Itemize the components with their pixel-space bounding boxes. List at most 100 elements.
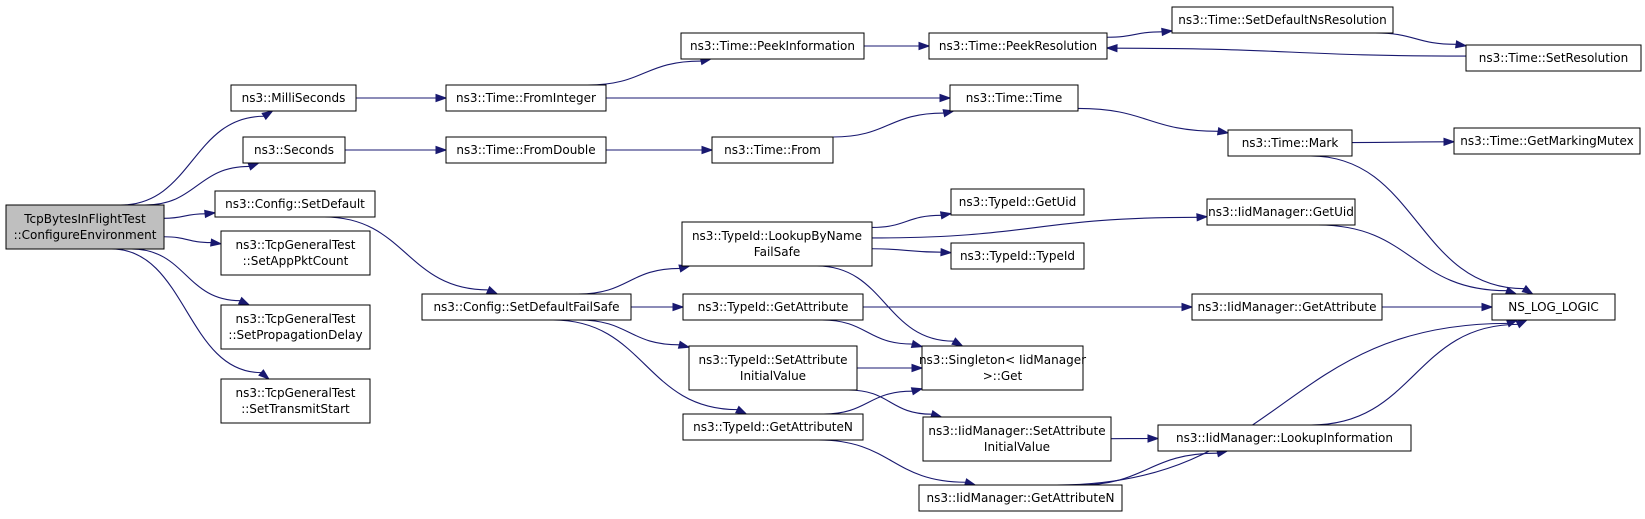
arrowhead <box>1196 213 1209 222</box>
node-setTransmit[interactable]: ns3::TcpGeneralTest::SetTransmitStart <box>220 378 371 424</box>
node-fromDouble[interactable]: ns3::Time::FromDouble <box>445 136 607 164</box>
arrowhead <box>1481 302 1494 312</box>
node-box <box>1191 293 1383 321</box>
node-seconds[interactable]: ns3::Seconds <box>242 136 346 164</box>
arrowhead <box>210 238 223 247</box>
edge-line <box>832 112 944 138</box>
node-getAttributeN[interactable]: ns3::TypeId::GetAttributeN <box>682 413 864 441</box>
arrowhead <box>247 162 261 171</box>
arrowhead <box>1105 44 1118 53</box>
arrowhead <box>735 405 748 415</box>
edge-line <box>1310 155 1525 290</box>
node-label: ns3::IidManager::GetAttribute <box>1198 300 1377 314</box>
edge-line <box>144 165 250 206</box>
edge-fromDouble-to-timeFrom <box>605 145 714 155</box>
edge-line <box>848 389 932 415</box>
edge-cfgSetDefaultFS-to-getAttribute <box>630 302 685 312</box>
edge-seconds-to-fromDouble <box>344 145 448 155</box>
node-label: ns3::IidManager::LookupInformation <box>1176 431 1393 445</box>
node-box <box>1227 129 1353 157</box>
node-label: InitialValue <box>740 369 806 383</box>
node-box <box>445 84 607 112</box>
edge-line <box>1106 31 1163 38</box>
edge-line <box>163 236 212 244</box>
node-box <box>220 230 371 276</box>
edge-line <box>871 248 942 253</box>
node-box <box>922 416 1112 462</box>
edge-cfgSetDefaultFS-to-setAttrInit <box>579 319 691 349</box>
edge-fromInteger-to-peekInfo <box>587 57 713 86</box>
node-label: ns3::Time::FromDouble <box>456 143 595 157</box>
node-label: ns3::Time::Mark <box>1242 136 1339 150</box>
arrowhead <box>261 110 274 121</box>
node-getMarkingMutex[interactable]: ns3::Time::GetMarkingMutex <box>1453 127 1641 155</box>
node-singletonGet[interactable]: ns3::Singleton< IidManager>::Get <box>919 345 1086 391</box>
node-label: InitialValue <box>984 440 1050 454</box>
node-label: ns3::Seconds <box>254 143 334 157</box>
edge-line <box>553 319 738 411</box>
node-root[interactable]: TcpBytesInFlightTest::ConfigureEnvironme… <box>5 204 165 250</box>
edge-iidGetAttrN-to-nsLogLogic <box>1056 319 1519 486</box>
edge-getAttribute-to-iidGetAttr <box>862 302 1194 312</box>
node-iidLookupInfo[interactable]: ns3::IidManager::LookupInformation <box>1157 424 1412 452</box>
node-cfgSetDefault[interactable]: ns3::Config::SetDefault <box>214 190 376 218</box>
arrowhead <box>672 302 685 312</box>
node-label: ns3::IidManager::SetAttribute <box>928 424 1105 438</box>
node-box <box>950 188 1085 216</box>
node-peekInfo[interactable]: ns3::Time::PeekInformation <box>680 32 865 60</box>
arrowhead <box>918 41 931 51</box>
node-typeIdTypeId[interactable]: ns3::TypeId::TypeId <box>950 242 1085 270</box>
node-nsLogLogic[interactable]: NS_LOG_LOGIC <box>1491 293 1616 321</box>
edge-lookupByName-to-typeIdTypeId <box>871 247 953 257</box>
node-label: ns3::TypeId::GetUid <box>959 195 1077 209</box>
edge-line <box>1116 47 1467 57</box>
node-label: FailSafe <box>754 245 800 259</box>
node-typeIdGetUid[interactable]: ns3::TypeId::GetUid <box>950 188 1085 216</box>
node-box <box>918 484 1123 512</box>
arrowhead <box>940 247 953 257</box>
node-timeFrom[interactable]: ns3::Time::From <box>711 136 834 164</box>
node-box <box>1491 293 1616 321</box>
node-milli[interactable]: ns3::MilliSeconds <box>230 84 357 112</box>
node-label: ns3::TypeId::GetAttributeN <box>693 420 853 434</box>
node-cfgSetDefaultFS[interactable]: ns3::Config::SetDefaultFailSafe <box>421 293 632 321</box>
edge-line <box>1077 107 1219 132</box>
node-setDefaultNs[interactable]: ns3::Time::SetDefaultNsResolution <box>1171 6 1394 34</box>
edge-setAttrInit-to-iidSetAttrInit <box>848 389 943 419</box>
node-timeTime[interactable]: ns3::Time::Time <box>949 84 1079 112</box>
node-timeMark[interactable]: ns3::Time::Mark <box>1227 129 1353 157</box>
node-setAppPkt[interactable]: ns3::TcpGeneralTest::SetAppPktCount <box>220 230 371 276</box>
edge-getAttributeN-to-singletonGet <box>823 387 924 415</box>
node-box <box>1206 198 1356 226</box>
edge-lookupByName-to-singletonGet <box>817 265 964 347</box>
node-box <box>1157 424 1412 452</box>
arrowhead <box>910 339 924 348</box>
node-box <box>230 84 357 112</box>
node-setProp[interactable]: ns3::TcpGeneralTest::SetPropagationDelay <box>220 304 371 350</box>
arrowhead <box>701 145 714 155</box>
node-label: ns3::Config::SetDefault <box>225 197 365 211</box>
node-box <box>220 378 371 424</box>
node-box <box>682 413 864 441</box>
node-getAttribute[interactable]: ns3::TypeId::GetAttribute <box>682 293 864 321</box>
node-peekRes[interactable]: ns3::Time::PeekResolution <box>928 32 1108 60</box>
node-iidGetAttr[interactable]: ns3::IidManager::GetAttribute <box>1191 293 1383 321</box>
edge-iidGetAttrN-to-iidLookupInfo <box>1077 449 1229 486</box>
edge-root-to-milli <box>120 110 274 206</box>
edge-root-to-setAppPkt <box>163 236 223 247</box>
edge-iidLookupInfo-to-nsLogLogic <box>1311 319 1529 426</box>
node-box <box>214 190 376 218</box>
edge-root-to-setProp <box>131 248 251 306</box>
node-setRes[interactable]: ns3::Time::SetResolution <box>1465 44 1642 72</box>
node-fromInteger[interactable]: ns3::Time::FromInteger <box>445 84 607 112</box>
edge-iidSetAttrInit-to-iidLookupInfo <box>1110 434 1160 443</box>
edge-lookupByName-to-typeIdGetUid <box>871 211 953 228</box>
node-iidSetAttrInit[interactable]: ns3::IidManager::SetAttributeInitialValu… <box>922 416 1112 462</box>
node-iidGetUid[interactable]: ns3::IidManager::GetUid <box>1206 198 1356 226</box>
edge-timeMark-to-getMarkingMutex <box>1351 137 1456 147</box>
node-label: ns3::Time::SetResolution <box>1479 51 1628 65</box>
node-iidGetAttrN[interactable]: ns3::IidManager::GetAttributeN <box>918 484 1123 512</box>
